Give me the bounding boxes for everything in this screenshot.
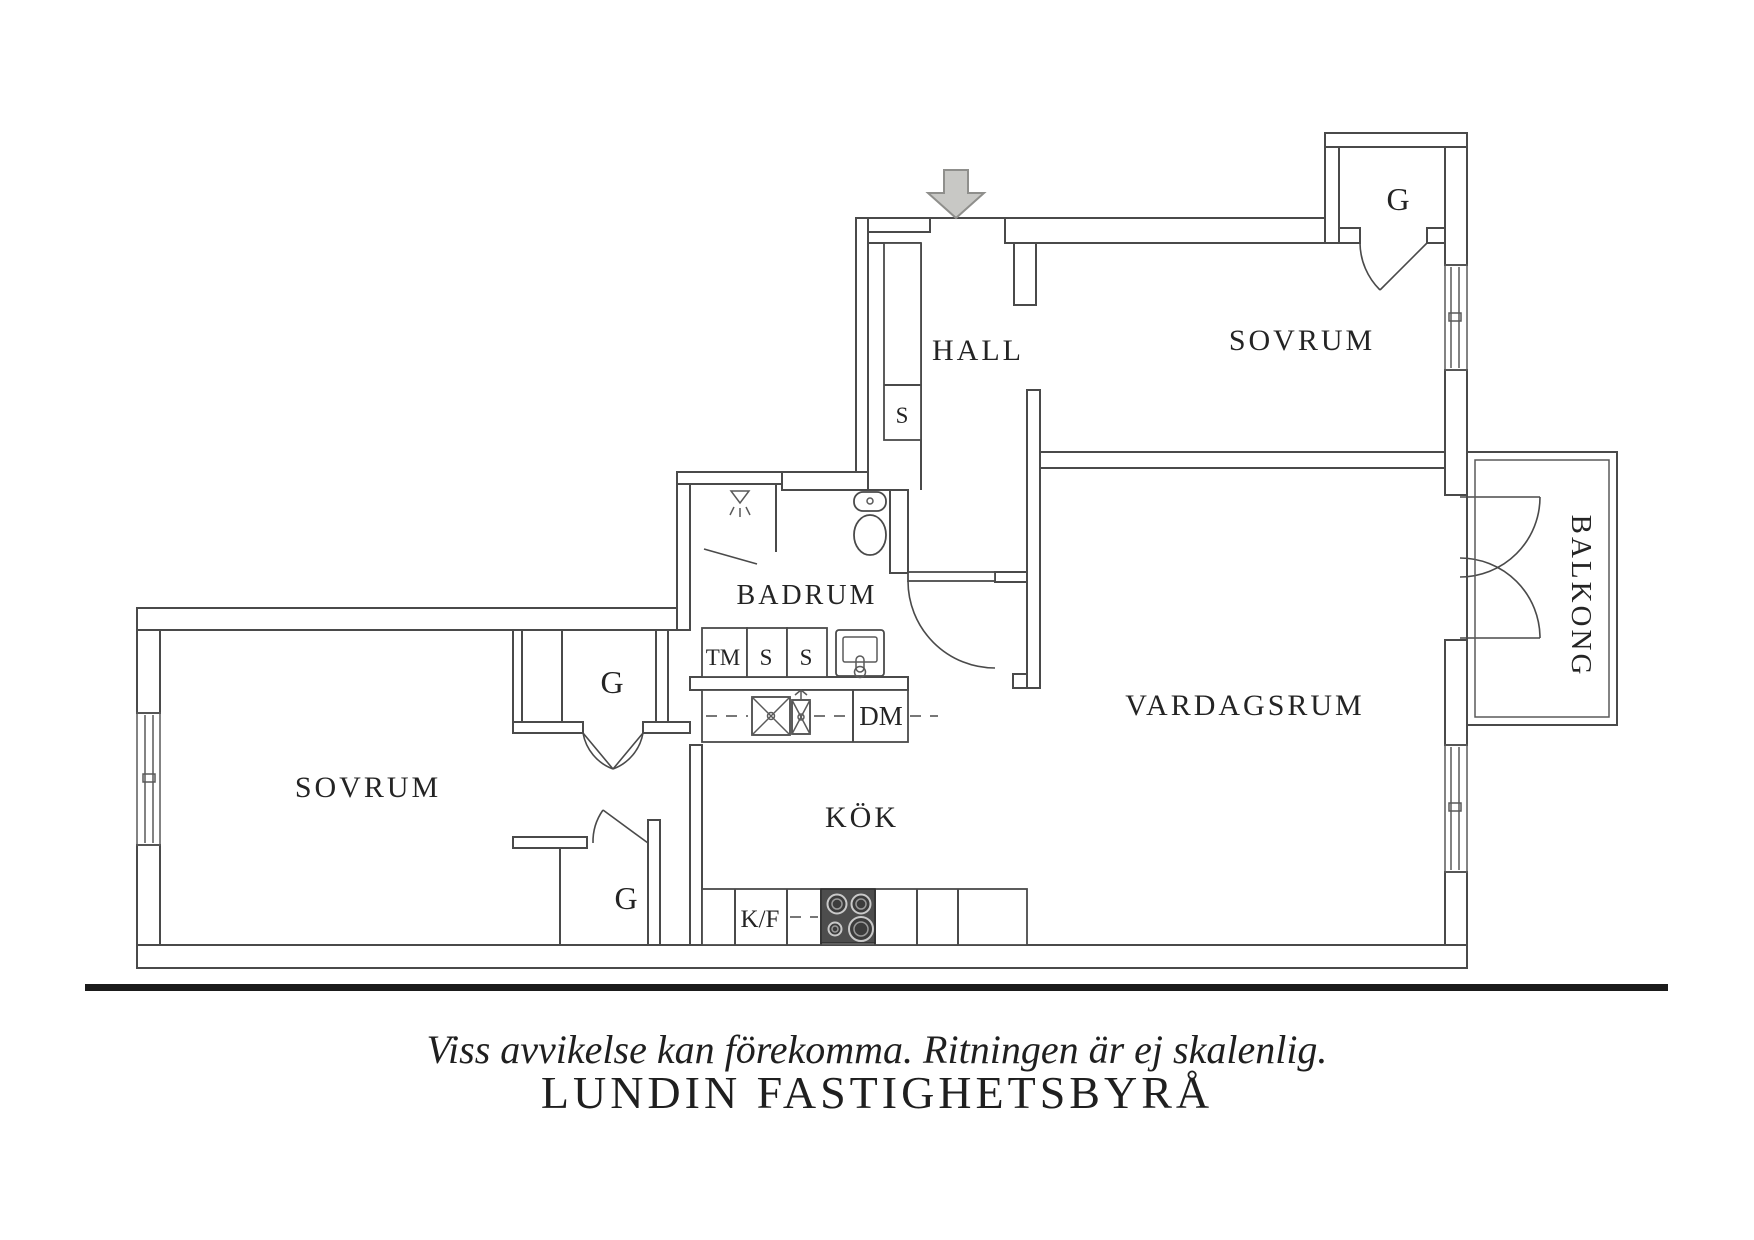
kitchen-sink bbox=[751, 696, 791, 736]
g-closet-door-top-right bbox=[1359, 242, 1428, 291]
footer: Viss avvikelse kan förekomma. Ritningen … bbox=[427, 1027, 1328, 1118]
g-closet-door-lower bbox=[592, 809, 649, 844]
label-g-upper: G bbox=[600, 664, 623, 700]
wash-basin bbox=[835, 629, 885, 679]
window-sovrum-left bbox=[136, 712, 161, 846]
kok-door bbox=[907, 571, 996, 669]
kitchen-counter-upper bbox=[701, 689, 938, 743]
label-g-lower: G bbox=[614, 880, 637, 916]
label-balkong: BALKONG bbox=[1565, 515, 1597, 678]
footer-agency: LUNDIN FASTIGHETSBYRÅ bbox=[541, 1067, 1213, 1118]
window-sovrum-right bbox=[1444, 264, 1468, 371]
label-s-hall: S bbox=[896, 403, 909, 428]
sovrum-left-doors bbox=[582, 732, 644, 770]
window-vardagsrum-right bbox=[1444, 744, 1468, 873]
footer-disclaimer: Viss avvikelse kan förekomma. Ritningen … bbox=[427, 1027, 1328, 1072]
label-dm: DM bbox=[859, 701, 903, 731]
kitchen-fixtures bbox=[701, 689, 1028, 946]
walls bbox=[136, 132, 1468, 969]
label-g-top-right: G bbox=[1386, 181, 1409, 217]
toilet bbox=[853, 491, 887, 556]
windows bbox=[136, 264, 1468, 873]
kitchen-counter-lower bbox=[701, 888, 1028, 946]
hall-wardrobe bbox=[883, 242, 922, 441]
label-hall: HALL bbox=[932, 334, 1024, 367]
label-sovrum-left: SOVRUM bbox=[295, 771, 441, 804]
kitchen-faucet bbox=[791, 689, 811, 735]
label-sovrum-right: SOVRUM bbox=[1229, 324, 1375, 357]
label-s2: S bbox=[800, 645, 813, 670]
label-tm: TM bbox=[706, 645, 741, 670]
baseline-rule bbox=[85, 984, 1668, 991]
fixture-labels: G G G S TM S S DM K/F bbox=[600, 181, 1409, 933]
balcony-slab bbox=[1466, 451, 1618, 726]
bathroom-cabinets bbox=[701, 627, 828, 678]
doors bbox=[582, 242, 1541, 844]
entrance-arrow-icon bbox=[925, 169, 987, 220]
label-kok: KÖK bbox=[825, 801, 899, 834]
label-s1: S bbox=[760, 645, 773, 670]
balcony-doors bbox=[1459, 496, 1541, 639]
label-badrum: BADRUM bbox=[737, 580, 878, 611]
shower bbox=[703, 484, 777, 565]
label-kf: K/F bbox=[741, 906, 780, 933]
room-labels: HALL SOVRUM BADRUM VARDAGSRUM KÖK SOVRUM… bbox=[295, 324, 1597, 834]
stove bbox=[820, 888, 876, 944]
label-vardagsrum: VARDAGSRUM bbox=[1125, 689, 1365, 722]
bathroom-fixtures bbox=[701, 484, 887, 679]
